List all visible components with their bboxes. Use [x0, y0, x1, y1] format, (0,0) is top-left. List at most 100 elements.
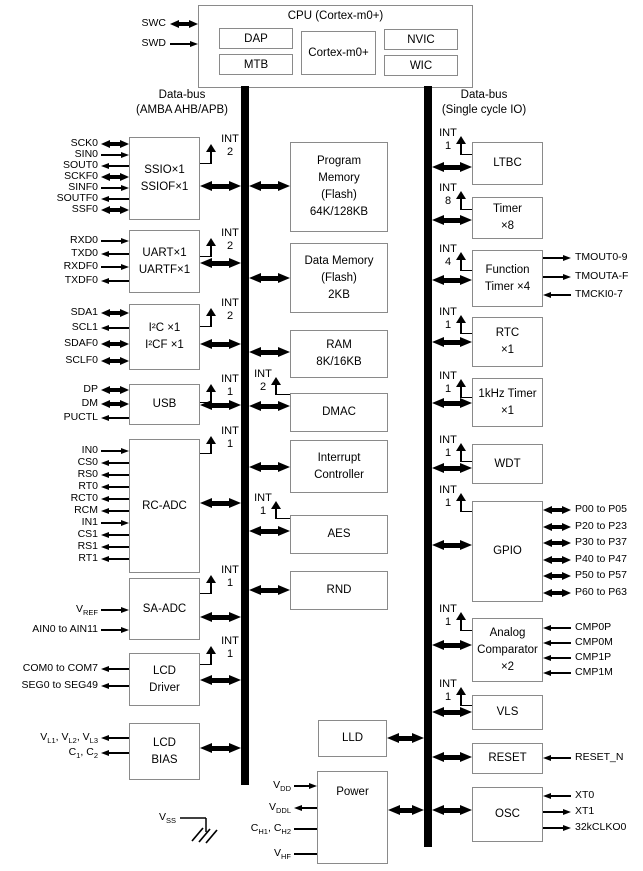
- box-i2c-label: I²CF ×1: [145, 339, 184, 351]
- bus-arrow: [432, 397, 472, 409]
- port-arrow: [101, 471, 129, 479]
- bus-arrow: [388, 804, 424, 816]
- port-arrow: [101, 606, 129, 614]
- box-ram-label: RAM: [326, 339, 352, 351]
- left-data-bus: [241, 86, 249, 785]
- box-lcd-driver-label: LCD: [152, 664, 176, 677]
- port-arrow: [101, 308, 129, 318]
- box-i2c-label: I²C ×1: [148, 322, 181, 334]
- port-label-in1: IN1: [81, 516, 98, 528]
- port-label-p30-to-p37: P30 to P37: [575, 536, 627, 548]
- bus-arrow: [432, 539, 472, 551]
- port-arrow: [543, 538, 571, 548]
- box-sa-adc: SA-ADC: [129, 578, 200, 640]
- int-up-arrow: [456, 191, 466, 210]
- port-arrow: [543, 571, 571, 581]
- int-connector: [461, 461, 472, 462]
- int-connector: [461, 511, 472, 512]
- int-connector: [200, 453, 211, 454]
- port-label-vref: VREF: [75, 603, 98, 617]
- port-label-rxd0: RXD0: [69, 234, 98, 246]
- box-ram-label: 8K/16KB: [316, 356, 362, 368]
- box-timer-x8-label: ×8: [500, 220, 515, 232]
- box-wdt-label: WDT: [494, 457, 521, 470]
- box-i2c: I²C ×1 I²CF ×1: [129, 304, 200, 370]
- box-wdt: WDT: [472, 444, 543, 484]
- port-arrow: [101, 507, 129, 515]
- port-label-cs1: CS1: [77, 528, 98, 540]
- box-power-label: Power: [336, 786, 369, 798]
- port-arrow: [294, 851, 317, 858]
- port-arrow: [101, 495, 129, 503]
- int-up-arrow: [456, 136, 466, 155]
- port-label-dm: DM: [81, 397, 98, 409]
- port-label-com0-to-com7: COM0 to COM7: [22, 662, 98, 674]
- port-arrow: [101, 385, 129, 395]
- box-lcd-driver: LCD Driver: [129, 653, 200, 706]
- port-arrow: [170, 40, 198, 48]
- int-connector: [276, 394, 290, 395]
- port-arrow: [543, 792, 571, 800]
- box-rtc-label: ×1: [500, 344, 515, 356]
- port-arrow: [101, 682, 129, 690]
- box-timer-x8-label: Timer: [493, 203, 522, 215]
- box-lld: LLD: [318, 720, 387, 757]
- cpu-block: CPU (Cortex-m0+) DAP MTB Cortex-m0+ NVIC…: [198, 5, 473, 88]
- box-sa-adc-label: SA-ADC: [142, 602, 187, 615]
- bus-arrow: [249, 461, 290, 473]
- port-arrow: [101, 195, 129, 203]
- port-arrow: [101, 324, 129, 332]
- box-lld-label: LLD: [341, 732, 364, 744]
- bus-arrow: [200, 257, 241, 269]
- port-arrow: [543, 624, 571, 632]
- port-label-ain0-to-ain11: AIN0 to AIN11: [32, 623, 98, 635]
- port-arrow: [101, 749, 129, 757]
- box-vls: VLS: [472, 695, 543, 730]
- box-gpio: GPIO: [472, 501, 543, 602]
- int-up-arrow: [456, 493, 466, 512]
- port-label-xt1: XT1: [575, 805, 595, 817]
- port-label-tmcki0-7: TMCKI0-7: [575, 288, 623, 300]
- bus-header-left-line1: Data-bus: [158, 89, 206, 101]
- int-up-arrow: [456, 687, 466, 706]
- bus-arrow: [432, 336, 472, 348]
- port-arrow: [101, 414, 129, 422]
- port-label-vl1-vl2-vl3: VL1, VL2, VL3: [40, 731, 98, 745]
- bus-arrow: [249, 180, 290, 192]
- port-label-vss: VSS: [158, 811, 176, 825]
- port-label-cmp1p: CMP1P: [575, 651, 612, 663]
- int-connector: [461, 397, 472, 398]
- box-program-memory-label: Program: [316, 155, 362, 167]
- port-label-tmout0-9: TMOUT0-9: [575, 251, 628, 263]
- port-label-puctl: PUCTL: [63, 411, 98, 423]
- port-label-ssf0: SSF0: [71, 203, 98, 215]
- box-analog-comparator-label: Comparator: [477, 643, 538, 656]
- box-lcd-driver-label: Driver: [149, 681, 180, 694]
- port-label-sda1: SDA1: [70, 306, 98, 318]
- bus-arrow: [432, 804, 472, 816]
- box-rc-adc-label: RC-ADC: [142, 499, 187, 512]
- int-up-arrow: [206, 238, 216, 257]
- port-label-sdaf0: SDAF0: [64, 337, 98, 349]
- int-up-arrow: [206, 646, 216, 665]
- port-label-p40-to-p47: P40 to P47: [575, 553, 627, 565]
- port-label-cmp0m: CMP0M: [575, 636, 613, 648]
- box-function-timer-x4-label: Function: [485, 263, 530, 276]
- box-osc: OSC: [472, 787, 543, 842]
- box-interrupt-controller-label: Interrupt: [317, 451, 361, 464]
- bus-arrow: [432, 751, 472, 763]
- bus-arrow: [387, 732, 424, 744]
- box-timer-x8: Timer ×8: [472, 197, 543, 239]
- box-rtc: RTC×1: [472, 317, 543, 367]
- int-up-arrow: [456, 252, 466, 271]
- box-data-memory-label: Data Memory: [304, 254, 374, 267]
- port-arrow: [101, 339, 129, 349]
- port-arrow: [543, 273, 571, 281]
- box-interrupt-controller-label: Controller: [314, 468, 364, 481]
- box-dmac-label: DMAC: [322, 406, 356, 418]
